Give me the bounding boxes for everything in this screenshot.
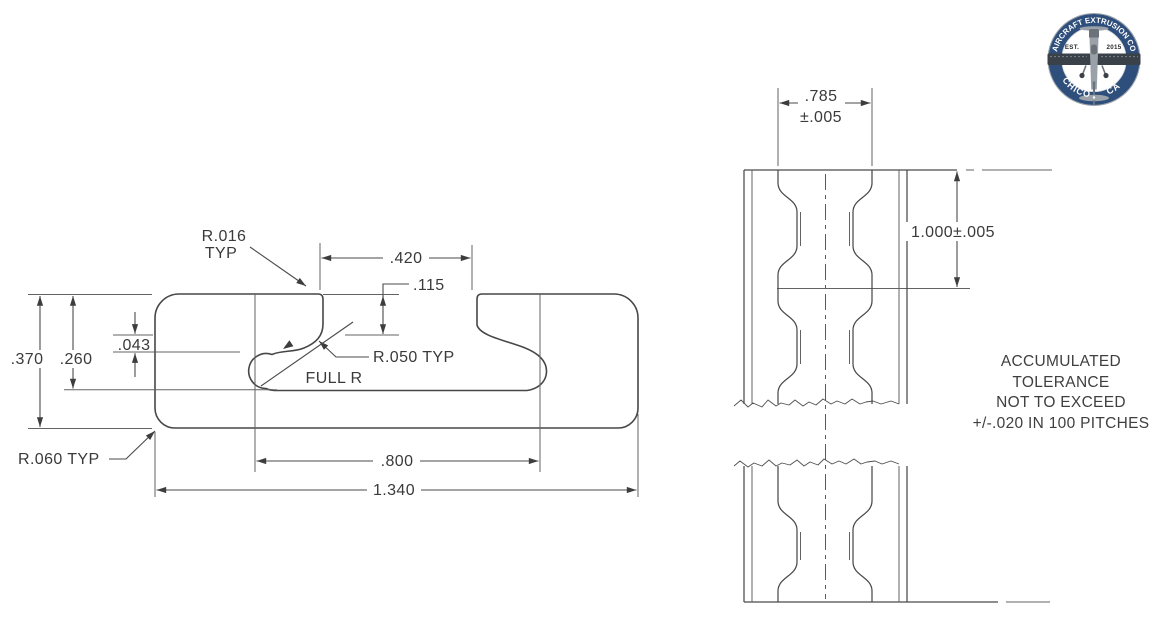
dim-420: .420: [321, 248, 471, 267]
leader-line: [249, 246, 307, 287]
section-outline: [154, 293, 639, 429]
engine-cowl: [1089, 29, 1099, 39]
dim-line: [379, 283, 409, 334]
dim-043-label: .043: [118, 337, 151, 354]
slot-edge-right: [852, 170, 873, 404]
callout-full-r: FULL R: [260, 321, 363, 387]
radius-line: [260, 321, 354, 387]
airplane-icon: [1047, 26, 1141, 105]
r016-label: R.016: [202, 228, 247, 245]
label-bg: [383, 248, 429, 267]
plan-view: .785 ±.005 1.000±.005 ACCUMULATED TOLERA…: [733, 87, 1150, 603]
tail-wheel: [1093, 100, 1095, 105]
logo-year-label: 2015: [1107, 44, 1122, 51]
company-logo: AIRCRAFT EXTRUSION CO CHICO CA EST. 2015: [1047, 13, 1141, 106]
label-bg: [7, 350, 48, 368]
wheel: [1103, 72, 1109, 79]
slot-edge-left: [777, 466, 798, 602]
full-r-label: FULL R: [306, 370, 363, 387]
dim-1000: 1.000±.005: [905, 171, 1001, 287]
dim-260: .260: [55, 296, 96, 389]
label-bg: [55, 350, 96, 368]
dim-800: .800: [256, 452, 539, 470]
dim-115-label: .115: [413, 277, 445, 294]
break-line: [733, 458, 900, 468]
label-bg: [367, 481, 421, 499]
callout-r016: R.016 TYP: [202, 228, 307, 287]
note-line-2: TOLERANCE: [1012, 374, 1109, 391]
cross-section-view: .370 .260 .043 .115 .420: [7, 228, 639, 499]
dim-043: .043: [118, 312, 151, 377]
callout-r050: R.050 TYP: [318, 340, 455, 366]
label-bg: [905, 222, 1001, 241]
radius-arrow: [283, 340, 294, 349]
leader-line: [109, 430, 156, 460]
logo-bottom-dot: [1092, 96, 1096, 99]
slot-edge-left: [777, 170, 798, 404]
break-line: [733, 398, 900, 408]
logo-est-label: EST.: [1065, 44, 1079, 51]
note-line-4: +/-.020 IN 100 PITCHES: [973, 415, 1150, 432]
leader-line: [318, 340, 369, 358]
cockpit: [1091, 44, 1097, 55]
dim-785-tol-label: ±.005: [800, 109, 842, 126]
note-line-1: ACCUMULATED: [1001, 353, 1121, 370]
tail-fin: [1092, 81, 1096, 97]
dim-420-label: .420: [390, 250, 423, 267]
landing-gear: [1081, 65, 1087, 75]
slot-edge-right: [852, 466, 873, 602]
wheel: [1079, 72, 1085, 79]
label-bg: [373, 452, 420, 470]
dim-370-label: .370: [11, 351, 44, 368]
r016-typ-label: TYP: [205, 245, 237, 262]
tolerance-note: ACCUMULATED TOLERANCE NOT TO EXCEED +/-.…: [973, 353, 1150, 432]
r060-label: R.060 TYP: [18, 451, 100, 468]
dim-785: .785 ±.005: [777, 87, 873, 166]
dim-1340-label: 1.340: [373, 482, 415, 499]
dim-800-label: .800: [381, 453, 414, 470]
propeller: [1079, 26, 1109, 31]
dim-1340: 1.340: [156, 481, 637, 499]
dim-370: .370: [7, 296, 48, 427]
label-bg: [798, 87, 845, 105]
dim-260-label: .260: [60, 351, 93, 368]
callout-r060: R.060 TYP: [18, 430, 156, 468]
dim-1000-label: 1.000±.005: [911, 224, 995, 241]
dim-785-label: .785: [805, 88, 838, 105]
r050-label: R.050 TYP: [373, 349, 455, 366]
note-line-3: NOT TO EXCEED: [996, 394, 1126, 411]
landing-gear: [1101, 65, 1107, 75]
dim-115: .115: [379, 277, 445, 334]
